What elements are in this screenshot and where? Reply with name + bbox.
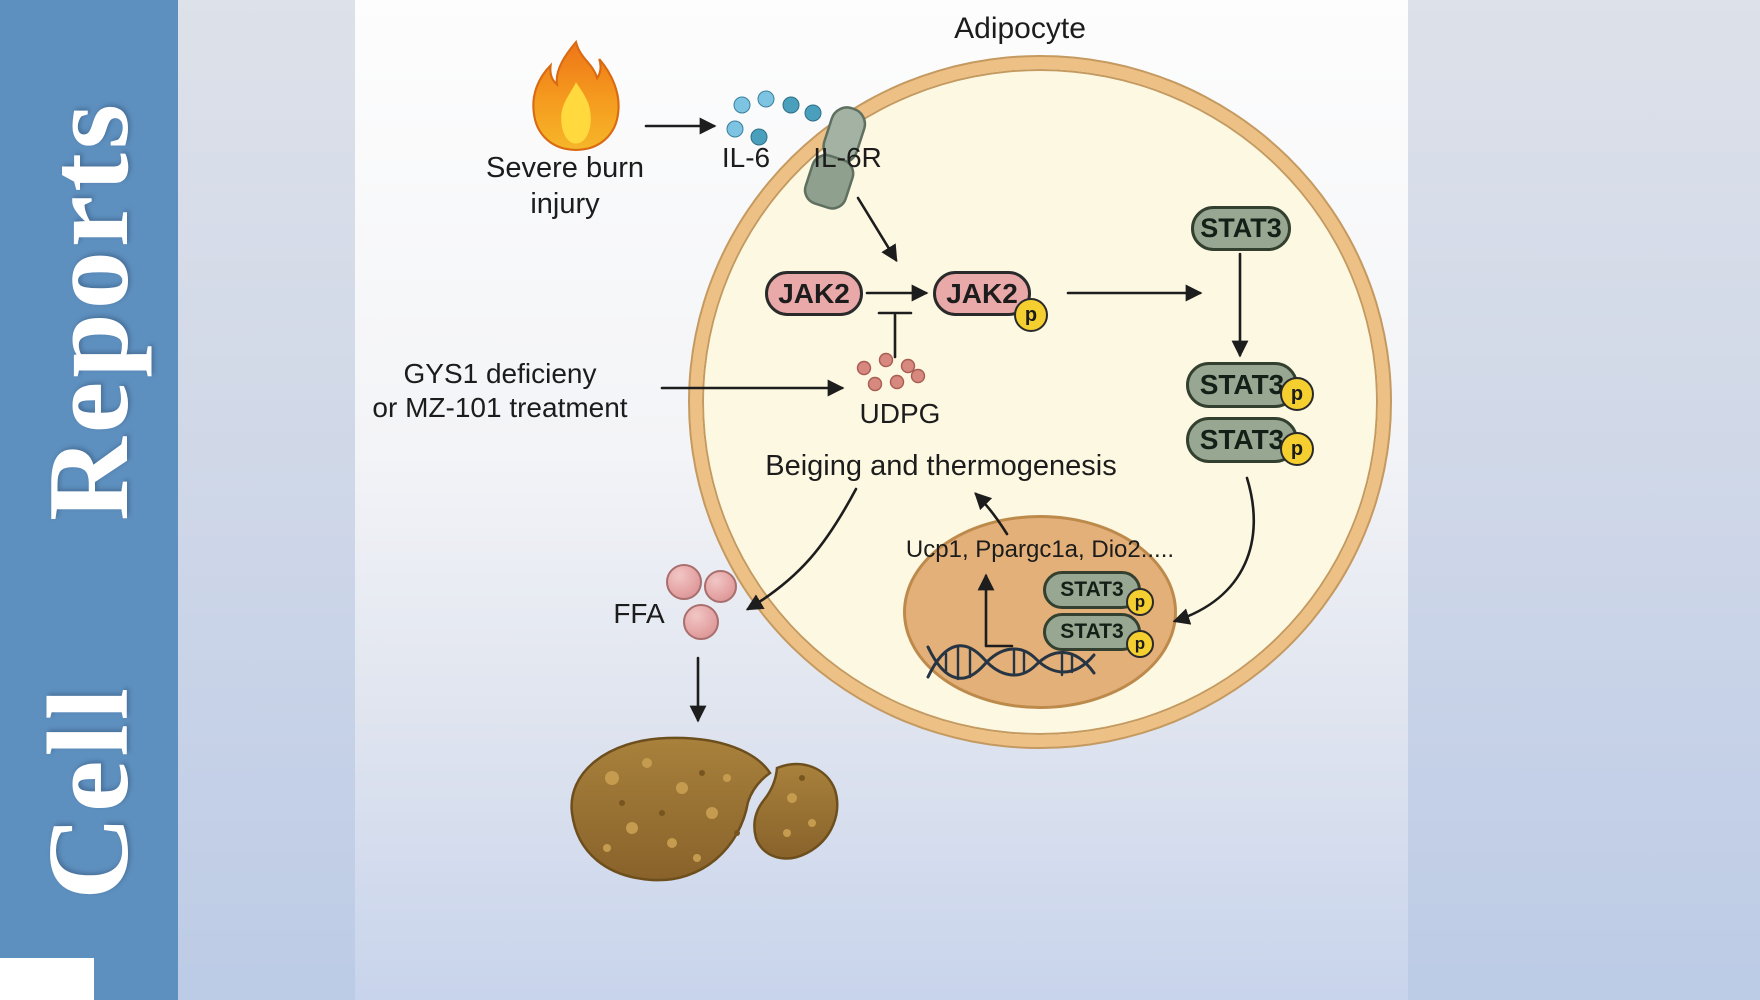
genes-label: Ucp1, Ppargc1a, Dio2..... <box>905 536 1175 563</box>
stat3-dimer-top: STAT3 <box>1186 362 1298 408</box>
udpg-label: UDPG <box>859 398 941 429</box>
stat3-label: STAT3 <box>1200 213 1282 243</box>
ffa-molecule <box>704 570 737 603</box>
liver-icon <box>570 736 839 882</box>
arrow-dimer-to-nucleus <box>1172 476 1255 625</box>
fire-icon <box>532 40 620 151</box>
journal-title: Cell Reports <box>24 100 153 900</box>
phospho-badge-nucleus-top: p <box>1126 588 1154 616</box>
phospho-label: p <box>1134 634 1146 653</box>
il6r-label: IL-6R <box>813 142 882 173</box>
phospho-badge-dimer-bottom: p <box>1280 432 1314 466</box>
phospho-badge-jak2: p <box>1014 298 1048 332</box>
ffa-label: FFA <box>613 598 665 629</box>
ffa-molecule <box>666 564 702 600</box>
jak2-active-box: JAK2 <box>933 271 1031 316</box>
jak2-label: JAK2 <box>778 277 850 309</box>
phospho-badge-dimer-top: p <box>1280 377 1314 411</box>
stat3-nucleus-bottom: STAT3 <box>1043 613 1141 651</box>
burn-label-line1: Severe burn <box>486 152 644 184</box>
ffa-molecule <box>683 604 719 640</box>
il6-molecules <box>726 90 822 146</box>
stat3-label: STAT3 <box>1060 620 1124 643</box>
stat3-dimer-bottom: STAT3 <box>1186 417 1298 463</box>
il6r-receptor-icon <box>803 106 867 210</box>
arrow-genes-to-beiging <box>974 492 1009 536</box>
burn-label-line2: injury <box>530 188 600 220</box>
phospho-label: p <box>1290 382 1304 405</box>
stat3-box: STAT3 <box>1191 206 1291 251</box>
arrow-transcription <box>977 573 1014 648</box>
gys1-label-line1: GYS1 deficieny <box>403 358 597 389</box>
jak2-box: JAK2 <box>765 271 863 316</box>
stat3-label: STAT3 <box>1060 578 1124 601</box>
phospho-label: p <box>1024 303 1038 326</box>
adipocyte-title: Adipocyte <box>954 12 1086 45</box>
stat3-label: STAT3 <box>1199 369 1285 400</box>
band-corner <box>0 958 94 1000</box>
stat3-label: STAT3 <box>1199 424 1285 455</box>
arrow-receptor-to-jak2 <box>856 196 898 263</box>
il6-label: IL-6 <box>721 142 771 173</box>
phospho-label: p <box>1290 437 1304 460</box>
jak2-active-label: JAK2 <box>946 277 1018 309</box>
gys1-label-line2: or MZ-101 treatment <box>372 392 628 423</box>
dna-icon <box>926 644 1096 681</box>
stat3-nucleus-top: STAT3 <box>1043 571 1141 609</box>
phospho-badge-nucleus-bottom: p <box>1126 630 1154 658</box>
beiging-label: Beiging and thermogenesis <box>765 450 1117 482</box>
phospho-label: p <box>1134 592 1146 611</box>
udpg-molecules <box>856 352 926 392</box>
arrow-beiging-to-ffa <box>745 487 858 611</box>
journal-band: Cell Reports <box>0 0 178 1000</box>
